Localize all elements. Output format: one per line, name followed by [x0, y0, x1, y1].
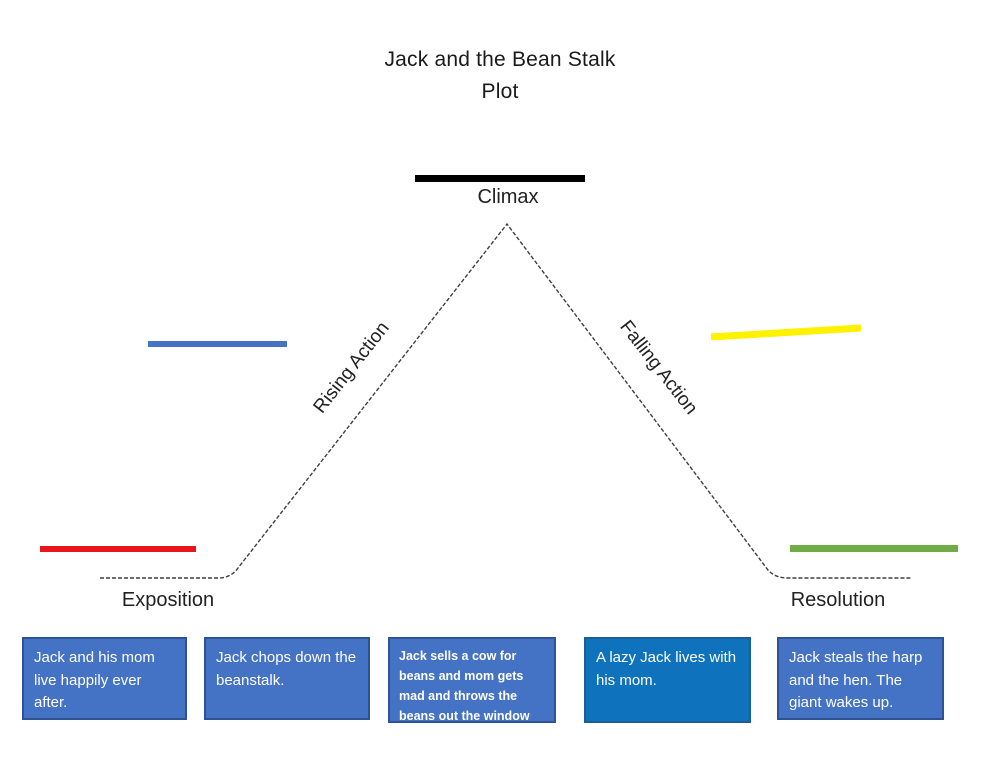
resolution-label: Resolution [790, 589, 886, 611]
event-card-text: Jack and his mom live happily ever after… [34, 649, 155, 711]
event-card-steals-harp[interactable]: Jack steals the harp and the hen. The gi… [777, 637, 944, 720]
event-card-happily-ever-after[interactable]: Jack and his mom live happily ever after… [22, 637, 187, 720]
event-card-lazy-jack[interactable]: A lazy Jack lives with his mom. [584, 637, 751, 723]
falling-action-highlight-bar [710, 324, 862, 341]
rising-action-highlight-bar [148, 341, 287, 347]
event-card-text: Jack chops down the beanstalk. [216, 649, 357, 689]
event-card-text: A lazy Jack lives with his mom. [596, 649, 737, 689]
worksheet-subtitle: Plot [481, 80, 519, 103]
climax-label: Climax [477, 186, 539, 208]
exposition-highlight-bar [40, 546, 196, 552]
plot-mountain-line [100, 222, 912, 579]
event-card-text: Jack sells a cow for beans and mom gets … [399, 649, 530, 723]
event-card-sells-cow[interactable]: Jack sells a cow for beans and mom gets … [388, 637, 556, 723]
event-card-chops-beanstalk[interactable]: Jack chops down the beanstalk. [204, 637, 370, 720]
climax-highlight-bar [415, 175, 585, 182]
worksheet-title: Jack and the Bean Stalk [384, 48, 616, 71]
exposition-label: Exposition [121, 589, 215, 611]
event-card-text: Jack steals the harp and the hen. The gi… [789, 649, 923, 711]
resolution-highlight-bar [790, 545, 958, 552]
